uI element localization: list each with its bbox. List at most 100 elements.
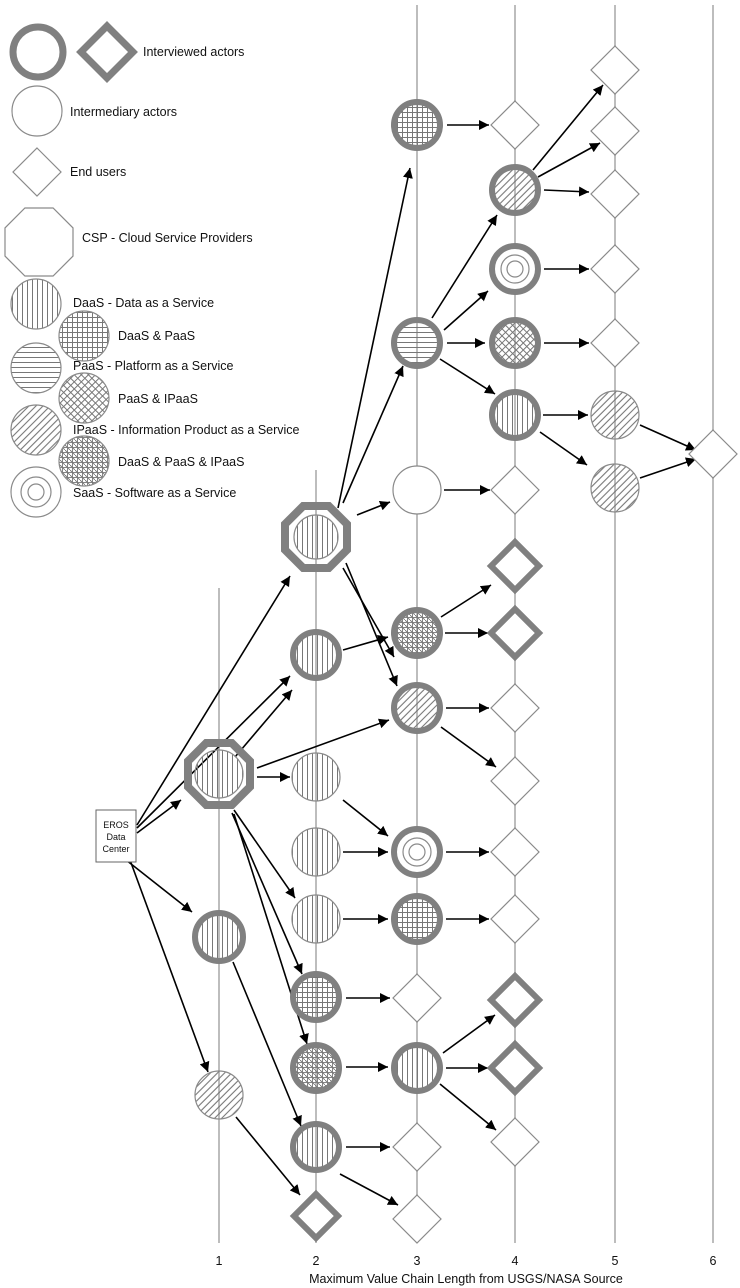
csp-node: [184, 739, 254, 809]
daas-node: [291, 894, 341, 944]
end-user-node: [590, 318, 640, 368]
edge: [256, 718, 390, 769]
legend-daas-label: DaaS - Data as a Service: [73, 296, 214, 310]
intermediary-node: [392, 465, 442, 515]
legend-intermediary-circle: [11, 85, 63, 137]
end-user-node: [486, 971, 544, 1029]
saas-node: [391, 826, 443, 878]
daas-node: [290, 629, 342, 681]
end-user-node: [486, 1039, 544, 1097]
axis-title: Maximum Value Chain Length from USGS/NAS…: [309, 1272, 623, 1286]
ipaas-node: [489, 164, 541, 216]
edge: [440, 584, 492, 618]
end-user-node: [486, 537, 544, 595]
axis: 1 2 3 4 5 6 Maximum Value Chain Length f…: [216, 1254, 717, 1286]
source-label-line3: Center: [102, 844, 129, 854]
source-box: [95, 809, 137, 863]
daas-node: [194, 749, 244, 799]
legend-interviewed-label: Interviewed actors: [143, 45, 244, 59]
edge: [136, 575, 291, 826]
saas-node: [489, 243, 541, 295]
end-user-node: [490, 1117, 540, 1167]
legend-end-user-diamond: [12, 147, 62, 197]
legend-paas-ipaas-circle: [58, 372, 110, 424]
edge: [440, 726, 497, 768]
axis-tick-5: 5: [612, 1254, 619, 1268]
end-user-node: [490, 100, 540, 150]
level-5-nodes: [590, 45, 640, 513]
edge: [431, 214, 498, 319]
legend-daas-paas-label: DaaS & PaaS: [118, 329, 195, 343]
legend-end-users-label: End users: [70, 165, 126, 179]
legend-intermediary-label: Intermediary actors: [70, 105, 177, 119]
edge: [231, 812, 303, 975]
legend-paas-circle: [10, 342, 62, 394]
daas-node: [489, 389, 541, 441]
edge: [337, 167, 413, 509]
daas-paas-ipaas-node: [391, 607, 443, 659]
saas-ring: [500, 254, 530, 284]
legend-daas-paas-ipaas-label: DaaS & PaaS & IPaaS: [118, 455, 244, 469]
paas-node: [391, 317, 443, 369]
axis-tick-2: 2: [313, 1254, 320, 1268]
end-user-node: [590, 106, 640, 156]
end-user-node: [392, 1194, 442, 1244]
end-user-node: [590, 244, 640, 294]
edge: [125, 859, 193, 913]
legend-daas-paas-ipaas-circle: [58, 435, 110, 487]
legend-paas-label: PaaS - Platform as a Service: [73, 359, 234, 373]
ipaas-node: [391, 682, 443, 734]
legend-saas-label: SaaS - Software as a Service: [73, 486, 236, 500]
level-4-nodes: [486, 100, 544, 1167]
edge: [339, 1173, 399, 1206]
edge: [235, 1116, 301, 1196]
edge: [356, 501, 391, 516]
end-user-node: [688, 429, 738, 479]
edge: [129, 859, 210, 1073]
end-user-node: [490, 683, 540, 733]
csp-node: [281, 502, 351, 572]
level-2-nodes: [281, 502, 351, 1243]
end-user-node: [590, 45, 640, 95]
edge: [342, 365, 404, 504]
daas-paas-node: [391, 893, 443, 945]
daas-node: [290, 1121, 342, 1173]
legend-interviewed-diamond: [76, 21, 138, 83]
edge: [233, 809, 296, 899]
end-user-node: [490, 756, 540, 806]
legend: Interviewed actors Intermediary actors E…: [4, 21, 300, 518]
edge: [537, 142, 601, 178]
end-user-node: [490, 827, 540, 877]
end-user-node: [590, 169, 640, 219]
axis-tick-1: 1: [216, 1254, 223, 1268]
axis-tick-4: 4: [512, 1254, 519, 1268]
edge: [439, 358, 496, 395]
level-1-nodes: [184, 739, 254, 1120]
end-user-node: [392, 1122, 442, 1172]
edge: [234, 689, 293, 758]
legend-saas-circle: [10, 466, 62, 518]
source-label-line2: Data: [106, 832, 125, 842]
edge: [639, 457, 697, 479]
legend-csp-label: CSP - Cloud Service Providers: [82, 231, 253, 245]
ipaas-node: [194, 1070, 244, 1120]
saas-ring: [402, 837, 432, 867]
legend-csp-octagon: [4, 207, 74, 277]
edge: [342, 567, 395, 658]
level-6-nodes: [688, 429, 738, 479]
edges: [125, 84, 697, 1206]
legend-ipaas-label: IPaaS - Information Product as a Service: [73, 423, 300, 437]
end-user-node: [490, 465, 540, 515]
daas-node: [293, 514, 339, 560]
end-user-node: [486, 604, 544, 662]
legend-interviewed-circle: [9, 23, 67, 81]
edge: [443, 290, 489, 331]
edge: [232, 961, 302, 1127]
daas-node: [192, 910, 246, 964]
daas-paas-node: [290, 971, 342, 1023]
paas-ipaas-node: [489, 317, 541, 369]
edge: [543, 186, 590, 197]
edge: [439, 1083, 497, 1131]
end-user-node: [392, 973, 442, 1023]
